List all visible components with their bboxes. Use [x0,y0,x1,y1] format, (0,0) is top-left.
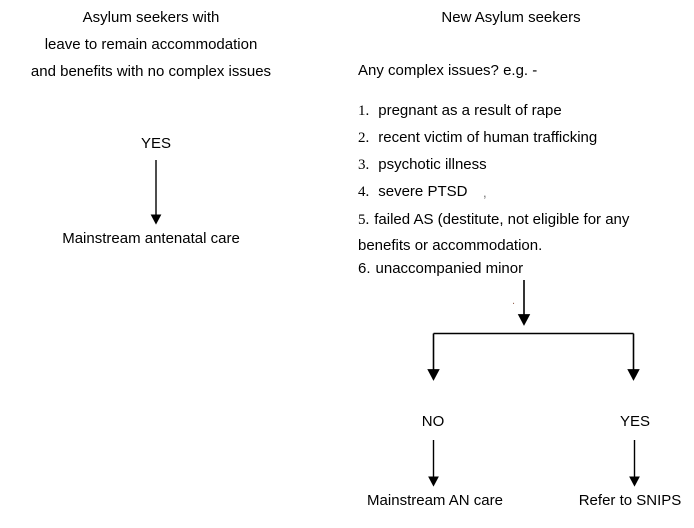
left-heading-line-3: and benefits with no complex issues [30,63,272,80]
list-item-continuation: benefits or accommodation. [358,238,542,253]
scan-artifact-dot: . [512,295,516,307]
list-item-label: unaccompanied minor [375,260,524,277]
list-item: 5. failed AS (destitute, not eligible fo… [358,212,629,228]
right-heading-new-asylum-seekers: New Asylum seekers [441,9,581,26]
list-item-number: 2. [358,130,370,146]
list-item: 1. pregnant as a result of rape [358,103,562,119]
list-item-label: severe PTSD [378,183,468,200]
branch-label-no: NO [421,413,445,430]
outcome-mainstream-an-care: Mainstream AN care [367,492,503,509]
left-outcome-mainstream-antenatal-care: Mainstream antenatal care [62,230,240,247]
list-item: 4. severe PTSD [358,184,467,200]
list-item: 3. psychotic illness [358,157,487,173]
list-item-label: failed AS (destitute, not eligible for a… [374,211,630,228]
list-item-label: recent victim of human trafficking [378,129,598,146]
list-item: 6. unaccompanied minor [358,261,523,276]
list-item-number: 1. [358,103,370,119]
right-question-any-complex-issues: Any complex issues? e.g. - [358,62,538,79]
list-item-number: 3. [358,157,370,173]
list-item: 2. recent victim of human trafficking [358,130,597,146]
list-item-label: pregnant as a result of rape [378,102,562,119]
scan-artifact-comma: , [483,185,487,200]
branch-label-yes: YES [619,413,651,430]
outcome-refer-to-snips: Refer to SNIPS [578,492,682,509]
left-heading-line-1: Asylum seekers with [82,9,220,26]
list-item-number: 6. [358,260,371,277]
list-item-label: benefits or accommodation. [358,237,543,254]
list-item-label: psychotic illness [378,156,487,173]
left-decision-label-yes: YES [140,135,172,152]
list-item-number: 5. [358,212,370,228]
list-item-number: 4. [358,184,370,200]
left-heading-line-2: leave to remain accommodation [44,36,258,53]
